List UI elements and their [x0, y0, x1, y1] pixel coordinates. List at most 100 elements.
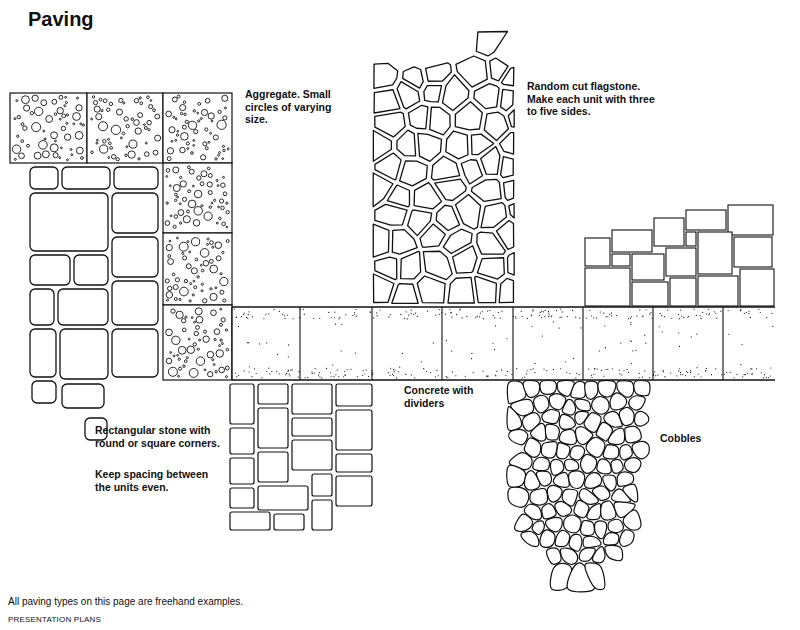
stipple-dot — [681, 315, 682, 316]
cobble — [557, 443, 570, 459]
stipple-dot — [263, 318, 264, 319]
stipple-dot — [411, 374, 412, 375]
aggregate-stone — [103, 140, 106, 143]
stipple-dot — [328, 312, 329, 313]
aggregate-stone — [97, 139, 99, 141]
stipple-dot — [657, 374, 658, 375]
cobble — [559, 430, 576, 445]
stipple-dot — [430, 372, 431, 373]
stipple-dot — [248, 371, 249, 372]
stipple-dot — [601, 370, 602, 371]
stipple-dot — [449, 309, 450, 310]
stipple-dot — [505, 375, 506, 376]
stipple-dot — [389, 375, 390, 376]
stipple-dot — [565, 361, 566, 362]
stipple-dot — [599, 351, 600, 352]
aggregate-stone — [180, 287, 189, 296]
aggregate-stone — [189, 121, 197, 129]
aggregate-stone — [43, 130, 45, 132]
stipple-dot — [244, 312, 245, 313]
aggregate-stone — [217, 185, 219, 187]
aggregate-stone — [195, 308, 202, 315]
aggregate-stone — [201, 283, 203, 285]
stipple-dot — [489, 310, 490, 311]
stipple-dot — [356, 316, 357, 317]
stipple-dot — [594, 368, 595, 369]
aggregate-stone — [211, 202, 213, 204]
aggregate-stones — [165, 237, 229, 303]
stipple-dot — [252, 316, 253, 317]
aggregate-stone — [190, 283, 192, 285]
stipple-dot — [371, 370, 372, 371]
stipple-dot — [655, 375, 656, 376]
aggregate-square — [163, 163, 232, 233]
aggregate-stone — [65, 101, 67, 103]
stipple-dot — [586, 317, 587, 318]
aggregate-stone — [101, 110, 103, 112]
aggregate-stone — [191, 317, 193, 319]
aggregate-stones — [165, 166, 229, 228]
stipple-dot — [751, 374, 752, 375]
stipple-dot — [495, 325, 496, 326]
aggregate-stone — [224, 107, 226, 109]
aggregate-stone — [19, 153, 25, 159]
stipple-dot — [642, 376, 643, 377]
aggregate-square — [163, 233, 232, 305]
aggregate-stone — [205, 128, 208, 131]
aggregate-stone — [193, 220, 200, 227]
aggregate-stone — [42, 151, 49, 158]
aggregate-stone — [17, 135, 19, 137]
aggregate-stone — [226, 226, 228, 228]
stipple-dot — [352, 315, 353, 316]
aggregate-stone — [27, 144, 30, 147]
stipple-dot — [700, 318, 701, 319]
cobble — [592, 397, 609, 415]
aggregate-stone — [65, 96, 67, 98]
aggregate-stone — [194, 286, 197, 289]
stipple-dot — [609, 314, 610, 315]
aggregate-stone — [167, 299, 169, 301]
aggregate-stone — [220, 290, 224, 294]
stipple-dot — [653, 375, 654, 376]
cobble — [623, 510, 641, 530]
stipple-dot — [651, 318, 652, 319]
aggregate-stone — [219, 217, 222, 220]
aggregate-stone — [179, 367, 182, 370]
aggregate-stone — [96, 142, 98, 144]
stipple-dot — [299, 309, 300, 310]
stipple-dot — [483, 370, 484, 371]
aggregate-stone — [226, 211, 229, 214]
stipple-dot — [465, 376, 466, 377]
aggregate-stone — [215, 158, 217, 160]
cobble — [541, 442, 557, 459]
flagstone — [418, 133, 442, 161]
stipple-dot — [345, 375, 346, 376]
aggregate-stone — [189, 368, 198, 377]
flagstone — [501, 157, 514, 178]
stipple-dot — [487, 310, 488, 311]
ashlar-stone — [612, 254, 630, 266]
aggregate-stone — [195, 258, 198, 261]
stipple-dot — [451, 312, 452, 313]
stipple-dot — [282, 314, 283, 315]
aggregate-stone — [73, 123, 75, 125]
aggregate-stone — [139, 97, 141, 99]
aggregate-stone — [39, 140, 48, 149]
ashlar-stone — [740, 269, 774, 306]
stipple-dot — [319, 372, 320, 373]
aggregate-stone — [194, 190, 202, 198]
ashlar-stone — [728, 205, 773, 235]
aggregate-stone — [181, 133, 189, 141]
stipple-dot — [639, 373, 640, 374]
aggregate-stone — [166, 358, 172, 364]
stipple-dot — [589, 310, 590, 311]
aggregate-stone — [138, 158, 140, 160]
rectangular-stone — [230, 512, 270, 530]
aggregate-stone — [165, 279, 169, 283]
page-title: Paving — [28, 8, 94, 30]
aggregate-stone — [73, 113, 81, 121]
stipple-dot — [591, 377, 592, 378]
cobbles-note: Cobbles — [660, 432, 740, 445]
aggregate-stone — [180, 112, 182, 114]
aggregate-stone — [210, 288, 212, 290]
